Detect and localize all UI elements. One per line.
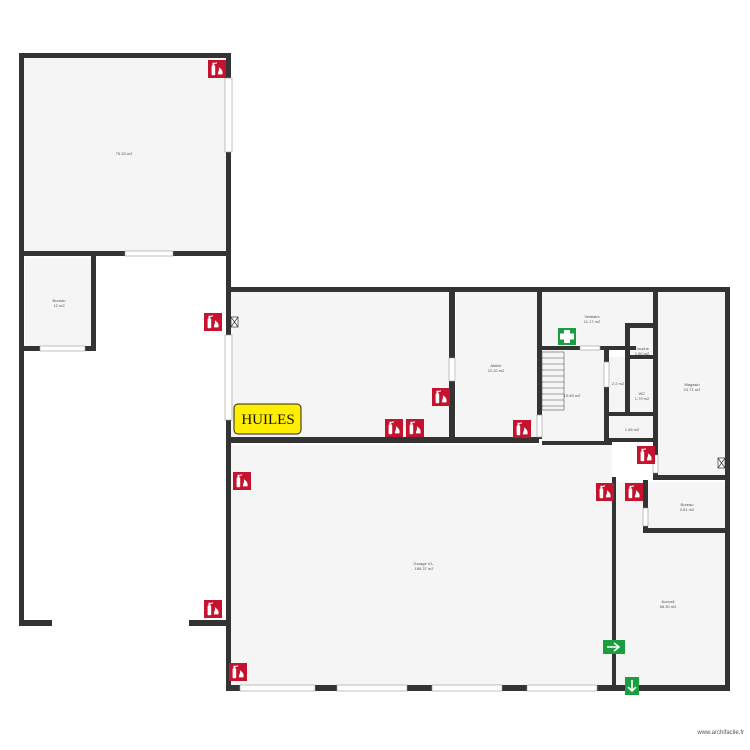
huiles-label: HUILES <box>241 412 294 428</box>
fire-extinguisher-icon <box>385 419 403 437</box>
room-name-accueil: Accueil <box>662 599 675 604</box>
staircase <box>541 351 565 411</box>
room-area-vestiaire: 11.17 m2 <box>584 319 601 324</box>
room-fills <box>23 57 727 686</box>
room-name-douche: Douche <box>635 346 650 351</box>
room-area-garage: 186.37 m2 <box>415 566 435 571</box>
room-name-garage: Garage V.L. <box>413 561 434 566</box>
fire-extinguisher-icon <box>637 446 655 464</box>
fire-extinguisher-icon <box>406 419 424 437</box>
room-name-bureau-right: Bureau <box>681 502 694 507</box>
watermark[interactable]: www.archifacile.fr <box>697 730 744 736</box>
room-area-small-closet: 2.2 m2 <box>612 381 625 386</box>
emergency-exit-arrow-icon <box>603 640 625 654</box>
room-area-douche: 1.90 m2 <box>635 351 650 356</box>
room-name-bureau-left: Bureau <box>53 298 66 303</box>
room-area-wc: 1.79 m2 <box>635 396 650 401</box>
room-area-bureau-left: 12 m2 <box>53 303 65 308</box>
room-name-magasin: Magasin <box>684 382 699 387</box>
fire-extinguisher-icon <box>204 313 222 331</box>
room-area-bureau-right: 3.51 m2 <box>680 507 695 512</box>
room-name-vestiaire: Vestiaire <box>584 314 600 319</box>
fire-extinguisher-icon <box>513 420 531 438</box>
fire-extinguisher-icon <box>233 472 251 490</box>
fire-extinguisher-icon <box>229 663 247 681</box>
fire-extinguisher-icon <box>432 388 450 406</box>
openings <box>39 77 659 692</box>
room-area-top-left-hall: 75.33 m2 <box>116 151 133 156</box>
electrical-panel-icon <box>717 457 726 469</box>
room-area-stairs: 10.89 m2 <box>564 393 581 398</box>
room-area-magasin: 24.71 m2 <box>684 387 701 392</box>
room-area-small-store: 1.66 m2 <box>625 427 640 432</box>
first-aid-icon <box>558 328 576 345</box>
room-labels: 75.33 m2 Bureau 12 m2 Atelier 22.20 m2 V… <box>53 151 702 609</box>
room-name-atelier: Atelier <box>490 363 502 368</box>
electrical-panels <box>230 316 726 469</box>
room-area-accueil: 58.30 m2 <box>660 604 677 609</box>
huiles-sign[interactable]: HUILES <box>233 403 302 435</box>
fire-extinguisher-icon <box>625 483 643 501</box>
room-name-wc: WC <box>639 391 646 396</box>
exit-down-arrow-icon <box>625 677 639 695</box>
fire-extinguisher-icon <box>596 483 614 501</box>
fire-extinguisher-icon <box>204 600 222 618</box>
fire-extinguisher-icon <box>208 60 226 78</box>
room-area-atelier: 22.20 m2 <box>488 368 505 373</box>
electrical-panel-icon <box>230 316 239 328</box>
